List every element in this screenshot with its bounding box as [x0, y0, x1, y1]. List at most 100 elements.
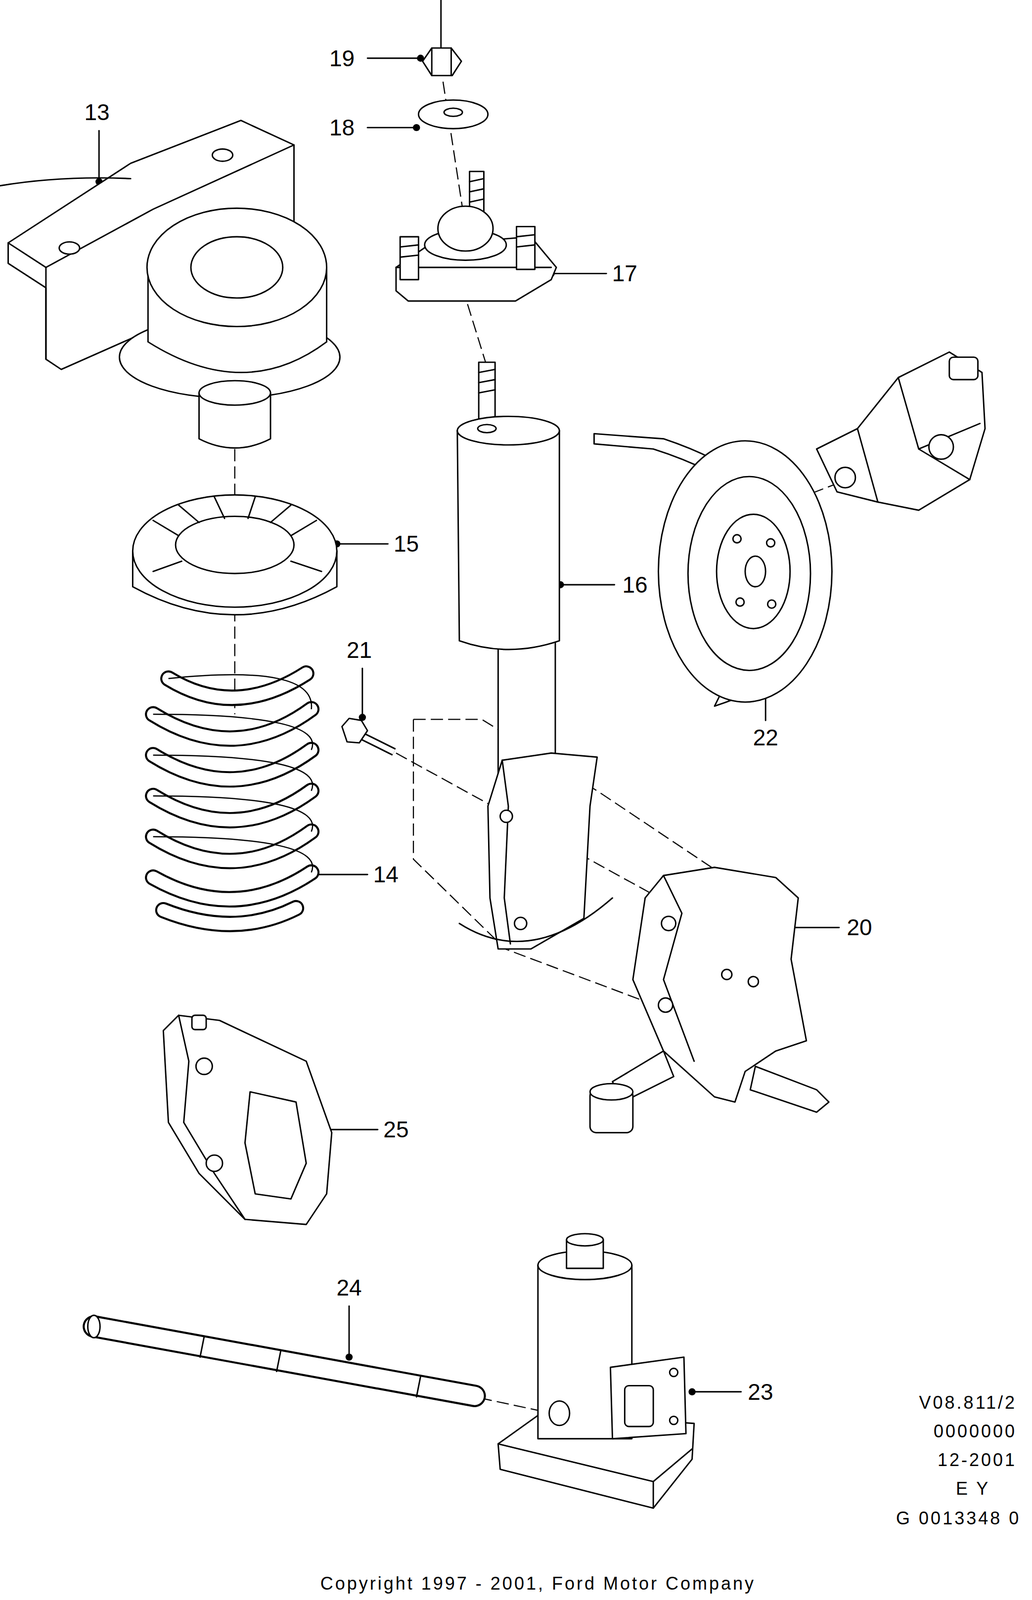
strut-part [488, 753, 598, 950]
steering-knuckle-part [589, 1083, 633, 1101]
brake-caliper-part [206, 1155, 223, 1172]
top-mount-part [516, 226, 536, 270]
steering-knuckle-part [663, 875, 695, 1062]
top-mount-part [469, 188, 485, 192]
brake-caliper-part [178, 1015, 245, 1220]
strut [457, 362, 613, 950]
brake-caliper-part [163, 1015, 332, 1225]
leader-lines-part [562, 583, 615, 586]
nut-part [440, 0, 442, 47]
brake-caliper-part [244, 1092, 307, 1200]
brake-disc-shield-part [658, 441, 832, 703]
callout-number: 17 [612, 262, 638, 285]
leader-lines-part [348, 1306, 351, 1356]
top-mount-part [469, 199, 485, 203]
jack-handle-part [416, 1377, 421, 1398]
callout-number: 13 [84, 100, 110, 124]
callout-number: 20 [847, 916, 873, 940]
jack-part [549, 1401, 570, 1427]
drawing-code: 0000000 [933, 1423, 1017, 1441]
top-mount-part [400, 236, 419, 280]
steering-knuckle-part [748, 977, 759, 988]
callout-number: 24 [336, 1276, 362, 1300]
strut-part [478, 369, 495, 373]
nut-part [431, 47, 433, 76]
nut-part [450, 47, 452, 76]
leader-lines-part [412, 124, 420, 132]
nut [422, 0, 462, 76]
leader-lines-part [553, 272, 607, 275]
leader-lines-part [694, 1391, 742, 1393]
bolt-part [363, 737, 395, 753]
jack-handle-part [88, 1315, 101, 1339]
coil-spring [153, 673, 313, 925]
strut-mount-part [212, 148, 233, 162]
nut-part [422, 47, 462, 76]
leader-lines-part [793, 927, 840, 929]
washer-part [418, 99, 488, 129]
callout-number: 15 [393, 532, 419, 556]
brake-disc-shield-part [816, 352, 986, 511]
spring-seat-part [132, 494, 337, 608]
strut-part [478, 379, 495, 383]
steering-knuckle-part [661, 916, 676, 932]
leader-lines-part [367, 57, 419, 59]
spring-seat-part [153, 496, 322, 572]
top-mount-part [469, 178, 485, 182]
steering-knuckle-part [658, 998, 673, 1013]
spring-seat-part [175, 516, 294, 575]
bolt-part [363, 737, 395, 753]
callout-number: 14 [373, 863, 399, 887]
steering-knuckle-part [632, 867, 807, 1103]
strut-mount [0, 120, 340, 449]
leader-lines-part [361, 668, 363, 716]
jack-part [497, 1444, 692, 1509]
bolt-part [342, 718, 368, 744]
leader-lines-part [367, 127, 415, 129]
brake-disc-shield-part [767, 600, 776, 609]
jack-part [610, 1357, 686, 1440]
drawing-code: 12-2001 [937, 1451, 1017, 1470]
top-mount-part [516, 234, 536, 237]
spring-seat [132, 494, 337, 616]
strut-part [459, 898, 613, 943]
washer [418, 99, 488, 129]
strut-mount-part [59, 241, 80, 255]
strut-mount-part [146, 208, 327, 327]
top-mount [396, 171, 557, 302]
brake-caliper-part [195, 1058, 213, 1076]
top-mount-part [516, 245, 536, 248]
jack-handle-part [93, 1327, 475, 1397]
steering-knuckle-part [750, 1066, 829, 1113]
drawing-code: E Y [955, 1480, 990, 1499]
brake-disc-shield-part [716, 514, 791, 629]
brake-disc-shield-part [766, 538, 775, 548]
jack-part [624, 1386, 654, 1428]
leader-lines [95, 54, 840, 1396]
strut-part [502, 760, 511, 945]
jack-handle-part [276, 1351, 281, 1372]
jack-part [566, 1234, 604, 1247]
brake-caliper-part [191, 1015, 207, 1031]
brake-disc-shield [593, 352, 986, 707]
callout-number: 18 [329, 116, 355, 139]
top-mount-part [438, 206, 494, 252]
callout-number: 22 [753, 726, 779, 750]
brake-disc-shield-part [732, 535, 742, 544]
strut-part [478, 390, 495, 394]
strut-mount-part [190, 236, 283, 299]
strut-mount-part [8, 242, 46, 359]
leader-lines-part [338, 543, 388, 545]
strut-mount-part [199, 380, 271, 406]
jack-handle-part [93, 1327, 475, 1397]
strut-part [477, 424, 496, 434]
jack-part [669, 1368, 678, 1378]
brake-disc-shield-part [857, 377, 981, 503]
brake-disc-shield-part [687, 476, 811, 671]
strut-part [500, 810, 513, 823]
leader-lines-part [326, 1129, 378, 1131]
callout-number: 21 [346, 638, 372, 662]
top-mount-part [400, 245, 419, 248]
